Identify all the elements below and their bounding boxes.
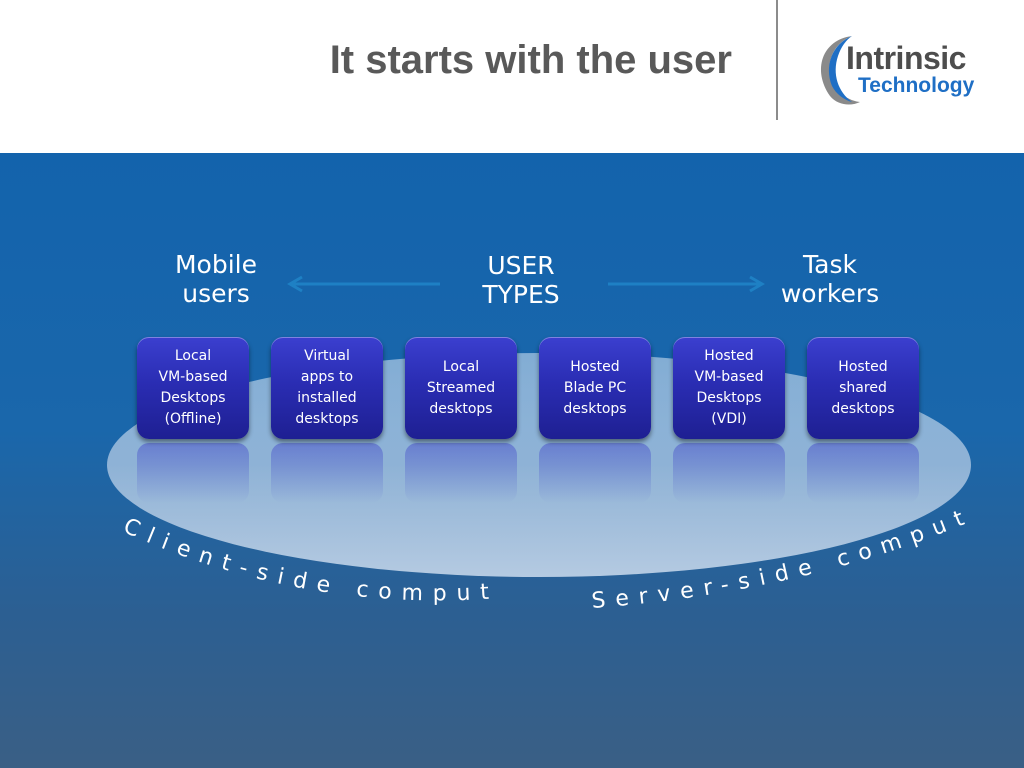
user-type-box-line: shared <box>839 379 887 396</box>
category-mobile-line1: Mobile <box>174 250 257 279</box>
user-type-box-line: installed <box>297 390 357 406</box>
user-type-box-text: Virtual apps to installed desktops <box>295 346 358 430</box>
user-type-box-6: Hosted shared desktops <box>807 337 919 439</box>
category-user-types-line2: TYPES <box>482 280 560 309</box>
company-logo: Intrinsic Technology <box>812 30 992 110</box>
category-user-types-line1: USER <box>487 251 555 280</box>
user-type-box-text: Hosted shared desktops <box>831 357 894 420</box>
category-task-workers: Task workers <box>760 250 900 308</box>
user-type-box-line: Desktops <box>696 390 762 406</box>
category-user-types: USER TYPES <box>460 251 582 309</box>
user-type-box-line: VM-based <box>694 369 764 385</box>
user-type-box-line: Hosted <box>838 358 888 375</box>
slide-header: It starts with the user Intrinsic Techno… <box>0 0 1024 153</box>
user-type-box-line: Desktops <box>160 390 226 406</box>
user-type-box-line: Streamed <box>426 379 496 396</box>
logo-word-intrinsic: Intrinsic <box>846 40 966 76</box>
user-type-box-line: desktops <box>295 411 359 427</box>
user-type-box-line: Blade PC <box>563 379 627 396</box>
category-task-line2: workers <box>780 279 880 308</box>
compute-platform-ellipse <box>107 353 971 577</box>
header-divider <box>776 0 778 120</box>
user-type-box-line: desktops <box>831 400 895 417</box>
category-mobile-line2: users <box>182 279 250 308</box>
user-type-box-line: (Offline) <box>164 411 222 427</box>
user-type-box-line: desktops <box>429 400 493 417</box>
user-type-box-line: apps to <box>300 369 354 385</box>
user-type-box-line: (VDI) <box>711 411 747 427</box>
user-type-box-line: Local <box>442 358 480 375</box>
diagram-stage: Mobile users USER TYPES Task workers Loc… <box>0 153 1024 768</box>
category-task-line1: Task <box>803 250 857 279</box>
user-type-box-line: VM-based <box>158 369 228 385</box>
user-type-box-line: Hosted <box>704 348 754 364</box>
user-type-box-line: desktops <box>563 400 627 417</box>
user-type-box-line: Virtual <box>304 348 350 364</box>
category-mobile-users: Mobile users <box>150 250 282 308</box>
slide-title: It starts with the user <box>329 38 732 82</box>
user-type-box-2: Virtual apps to installed desktops <box>271 337 383 439</box>
user-type-box-line: Hosted <box>570 358 620 375</box>
user-type-box-line: Local <box>174 348 212 364</box>
logo-swoosh-icon <box>821 36 860 105</box>
logo-word-technology: Technology <box>858 74 975 97</box>
